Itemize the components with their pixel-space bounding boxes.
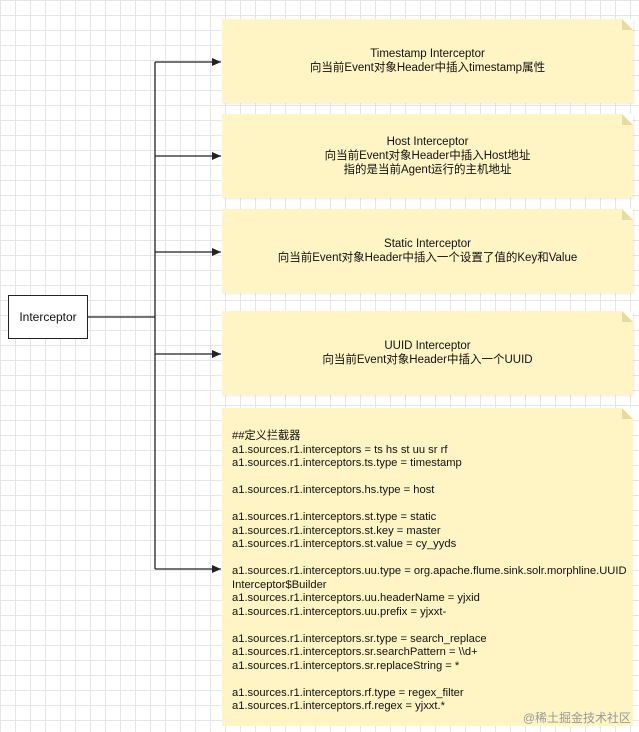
config-line: a1.sources.r1.interceptors.sr.replaceStr… [232,659,460,672]
config-line: a1.sources.r1.interceptors.ts.type = tim… [232,457,462,469]
note-config-listing: ##定义拦截器 a1.sources.r1.interceptors = ts … [222,408,633,726]
config-line: a1.sources.r1.interceptors.uu.prefix = y… [232,605,447,618]
note-description: 向当前Event对象Header中插入Host地址 [324,150,531,162]
note-title: Timestamp Interceptor [370,48,485,60]
config-line: a1.sources.r1.interceptors.st.type = sta… [232,511,437,523]
root-label: Interceptor [19,310,77,324]
config-line: a1.sources.r1.interceptors.st.value = cy… [232,538,457,550]
note-description: 向当前Event对象Header中插入timestamp属性 [309,62,546,74]
config-line [232,498,627,512]
config-line: a1.sources.r1.interceptors.rf.regex = yj… [232,700,445,712]
config-line: a1.sources.r1.interceptors.uu.headerName… [232,592,480,604]
config-line: a1.sources.r1.interceptors.hs.type = hos… [232,484,435,496]
config-line [232,673,627,687]
config-line: a1.sources.r1.interceptors.sr.type = sea… [232,632,487,645]
note-static-interceptor: Static Interceptor 向当前Event对象Header中插入一个… [222,209,633,293]
note-timestamp-interceptor: Timestamp Interceptor 向当前Event对象Header中插… [222,19,633,103]
config-line: a1.sources.r1.interceptors.st.key = mast… [232,524,441,537]
note-title: Static Interceptor [384,238,471,250]
note-title: UUID Interceptor [384,340,471,352]
config-line [232,619,627,633]
note-description: 向当前Event对象Header中插入一个UUID [322,354,533,366]
config-line: ##定义拦截器 [232,430,301,442]
note-title: Host Interceptor [386,136,469,148]
config-line [232,471,627,485]
note-host-interceptor: Host Interceptor 向当前Event对象Header中插入Host… [222,114,633,198]
note-uuid-interceptor: UUID Interceptor 向当前Event对象Header中插入一个UU… [222,311,633,395]
watermark: @稀土掘金技术社区 [522,711,631,725]
config-line: a1.sources.r1.interceptors.uu.type = org… [232,565,627,591]
config-line [232,552,627,566]
interceptor-root-node: Interceptor [8,295,88,339]
config-line: a1.sources.r1.interceptors.sr.searchPatt… [232,646,478,658]
config-line: a1.sources.r1.interceptors = ts hs st uu… [232,443,448,456]
config-line: a1.sources.r1.interceptors.rf.type = reg… [232,686,464,699]
note-description: 指的是当前Agent运行的主机地址 [343,164,512,176]
note-description: 向当前Event对象Header中插入一个设置了值的Key和Value [277,252,578,264]
